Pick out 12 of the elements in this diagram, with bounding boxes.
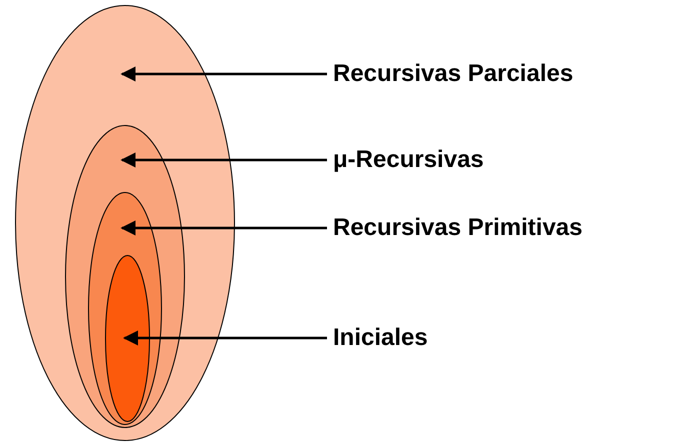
- leader-arrow: [120, 152, 327, 168]
- class-label: μ-Recursivas: [333, 146, 484, 174]
- leader-arrow: [123, 330, 327, 346]
- class-label: Recursivas Parciales: [333, 60, 574, 88]
- leader-arrow: [120, 220, 327, 236]
- leader-arrow: [120, 66, 327, 82]
- class-label: Recursivas Primitivas: [333, 214, 582, 242]
- class-label: Iniciales: [333, 324, 428, 352]
- ellipse-region: [65, 125, 185, 428]
- ellipse-region: [105, 255, 150, 422]
- ellipse-region: [88, 192, 162, 425]
- ellipse-region: [15, 5, 235, 441]
